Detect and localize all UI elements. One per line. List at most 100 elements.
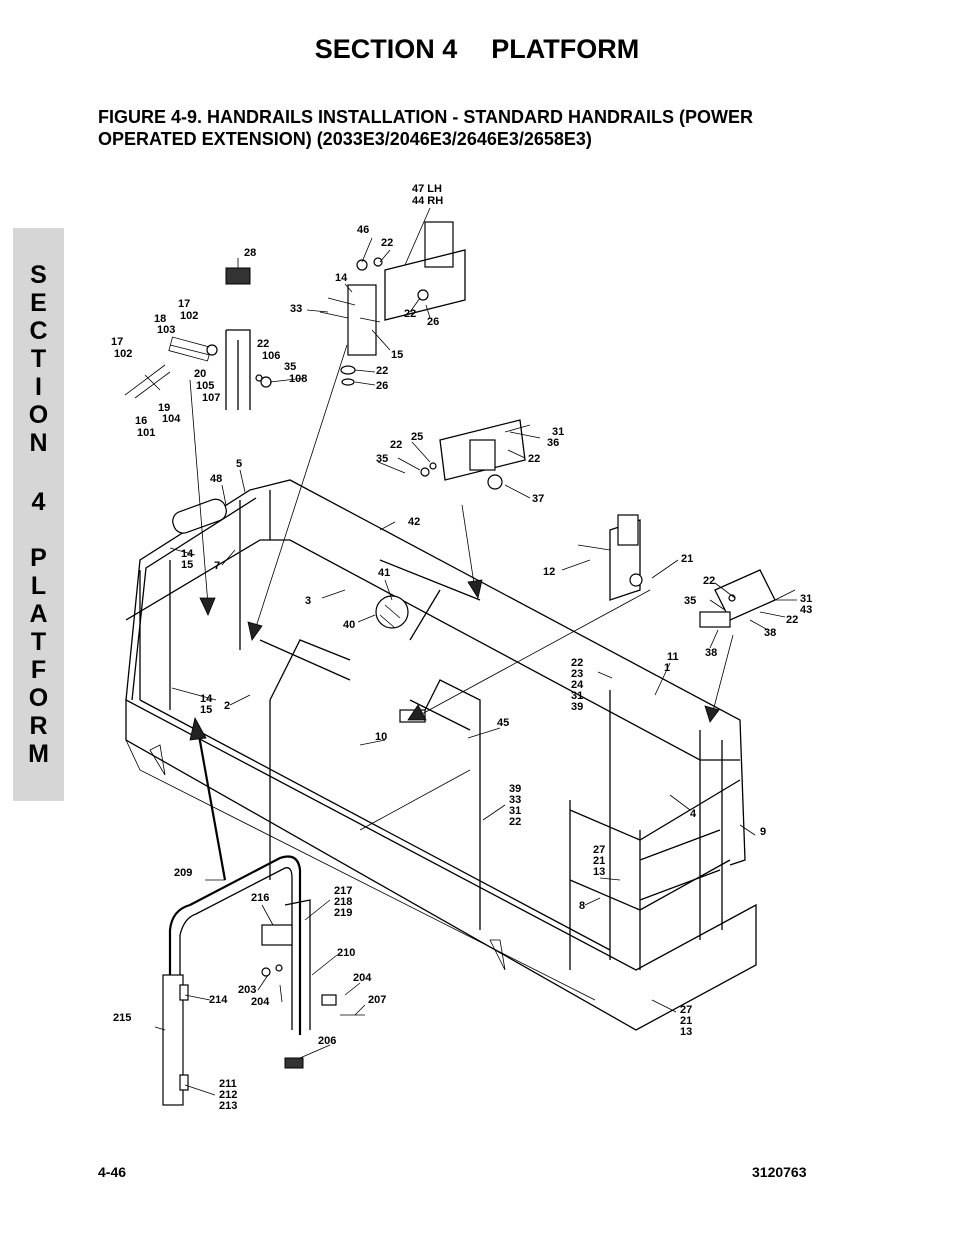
side-tab-letter: R — [29, 712, 48, 740]
callout: 3 — [305, 595, 311, 607]
callout: 35 — [376, 453, 388, 465]
callout: 41 — [378, 567, 390, 579]
callout: 8 — [579, 900, 585, 912]
callout: 48 — [210, 473, 222, 485]
callout: 26 — [376, 380, 388, 392]
side-tab-letter: I — [35, 373, 42, 401]
callout: 215 — [113, 1012, 131, 1024]
callout: 25 — [411, 431, 423, 443]
side-tab-letter: C — [29, 317, 48, 345]
callout: 35 — [684, 595, 696, 607]
leader-lines — [154, 207, 797, 1096]
side-tab-letter: F — [30, 656, 47, 684]
side-tab-letter: M — [28, 740, 49, 768]
callout: 26 — [427, 316, 439, 328]
callout: 22 — [528, 453, 540, 465]
lanyard-attachment — [124, 336, 218, 399]
side-tab-letter: E — [30, 289, 47, 317]
callout: 9 — [760, 826, 766, 838]
callout: 7 — [214, 560, 220, 572]
side-tab-letter: O — [28, 401, 49, 429]
side-bracket-12 — [577, 514, 643, 601]
callout: 5 — [236, 458, 242, 470]
callout: 46 — [357, 224, 369, 236]
platform-handrail-assembly — [125, 479, 757, 1031]
callout: 22 — [390, 439, 402, 451]
page-number: 4-46 — [98, 1164, 127, 1180]
side-tab-letter: P — [30, 544, 47, 572]
section-side-tab: S E C T I O N 4 P L A T F O R M — [13, 228, 64, 801]
callout: 22 — [376, 365, 388, 377]
side-tab-letter: A — [29, 600, 48, 628]
side-tab-letter: 4 — [31, 488, 46, 516]
top-connector-bracket — [319, 221, 466, 386]
side-tab-letter: T — [30, 628, 47, 656]
gate-assembly — [162, 855, 365, 1106]
callout: 37 — [532, 493, 544, 505]
rail-pivot-link — [420, 419, 531, 490]
callout: 10 — [375, 731, 387, 743]
side-tab-letter: T — [30, 345, 47, 373]
callout: 22 — [381, 237, 393, 249]
arrows — [189, 344, 734, 881]
section-title: PLATFORM — [491, 34, 640, 64]
callout: 22 — [703, 575, 715, 587]
callout: 14 — [335, 272, 348, 284]
callout: 207 — [368, 994, 386, 1006]
section-number: SECTION 4 — [314, 34, 458, 64]
section-header: SECTION 4 PLATFORM — [0, 34, 954, 65]
figure-title: FIGURE 4-9. HANDRAILS INSTALLATION - STA… — [98, 106, 858, 150]
callout: 210 — [337, 947, 355, 959]
callout: 38 — [705, 647, 717, 659]
callout: 15 — [391, 349, 403, 361]
callout: 21 — [681, 553, 693, 565]
callout: 216 — [251, 892, 269, 904]
callout: 204 — [353, 972, 372, 984]
callout: 22 — [786, 614, 798, 626]
callout: 42 — [408, 516, 420, 528]
callout: 28 — [244, 247, 256, 259]
side-tab-letter: L — [30, 572, 47, 600]
document-number: 3120763 — [752, 1164, 807, 1180]
callout: 214 — [209, 994, 228, 1006]
callout: 38 — [764, 627, 776, 639]
callout: 206 — [318, 1035, 336, 1047]
callout: 12 — [543, 566, 555, 578]
callout: 33 — [290, 303, 302, 315]
figure-title-line-2: OPERATED EXTENSION) (2033E3/2046E3/2646E… — [98, 129, 592, 149]
callout: 40 — [343, 619, 355, 631]
callout: 45 — [497, 717, 509, 729]
callout: 209 — [174, 867, 192, 879]
side-tab-letter: O — [28, 684, 49, 712]
side-tab-letter: N — [29, 429, 48, 457]
callout: 22 — [404, 308, 416, 320]
upright-post-with-cap — [225, 267, 272, 410]
callout: 4 — [690, 808, 697, 820]
figure-title-line-1: FIGURE 4-9. HANDRAILS INSTALLATION - STA… — [98, 107, 753, 127]
side-tab-letter: S — [30, 261, 47, 289]
callout: 2 — [224, 700, 230, 712]
